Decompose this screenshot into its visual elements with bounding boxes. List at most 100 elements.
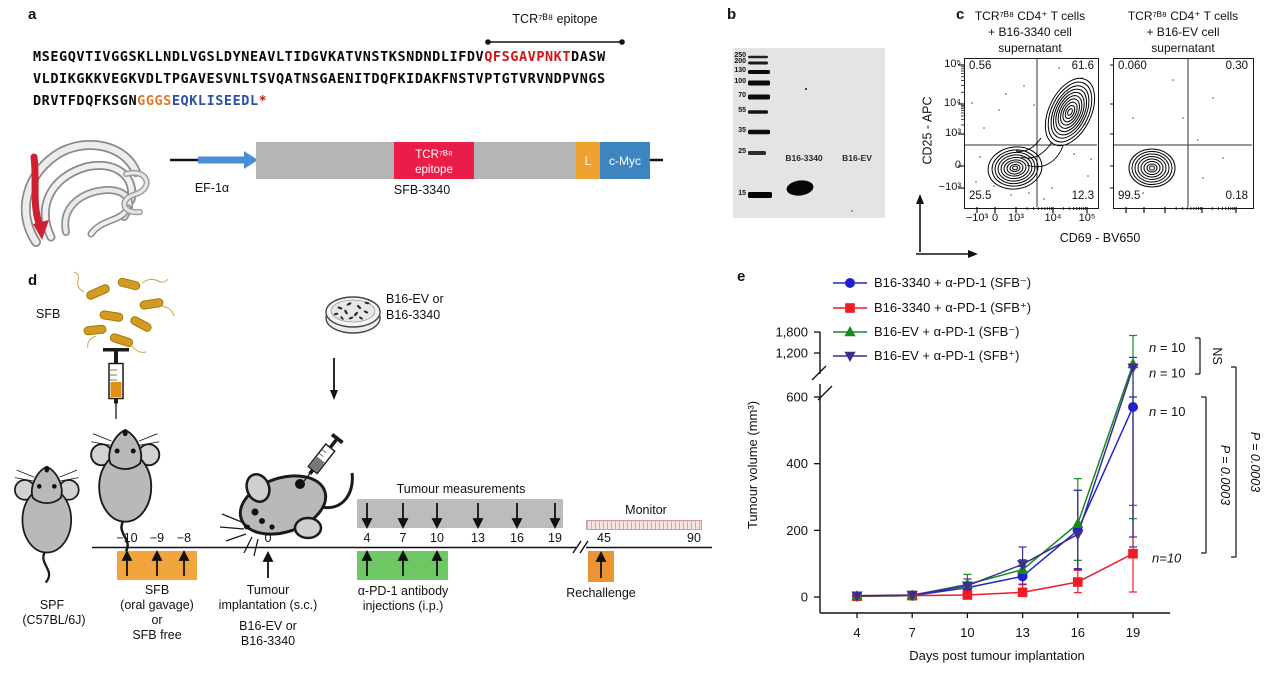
n-label: n = 10	[1149, 404, 1186, 419]
dish-label-2: B16-3340	[386, 308, 441, 322]
timeline-number: 19	[548, 531, 562, 545]
flow-xtick: 0	[991, 212, 999, 224]
flow-right-title: TCR⁷ᴮ⁸ CD4⁺ T cells + B16-EV cell supern…	[1108, 8, 1258, 56]
panel-d-label: d	[28, 272, 38, 289]
implant-syringe-icon	[300, 432, 344, 486]
pd1-arrows	[361, 549, 443, 576]
ladder-band-100	[748, 80, 770, 86]
gavage-label-3: or	[151, 613, 163, 627]
quadrant-ll: 25.5	[969, 190, 992, 202]
measurements-label: Tumour measurements	[396, 482, 526, 496]
flow-xaxis-label: CD69 - BV650	[1059, 231, 1141, 245]
flow-ytick: 0	[954, 159, 961, 171]
legend-marker-triangle-up	[833, 326, 867, 337]
seq-line1-pre: MSEGQVTIVGGSKLLNDLVGSLDYNEAVLTIDGVKATVNS…	[33, 49, 485, 65]
panel-b-label: b	[727, 6, 737, 23]
petri-dish-icon	[325, 296, 381, 334]
ladder-number: 35	[738, 127, 746, 134]
flow-right-title-2: + B16-EV cell	[1146, 25, 1220, 39]
e-ytick: 600	[786, 390, 808, 405]
seq-line3-linker: GGGS	[137, 93, 172, 109]
series-circle	[852, 402, 1138, 602]
promoter-arrow-icon	[198, 151, 258, 169]
e-ytick: 400	[786, 456, 808, 471]
epitope-box-line1: TCR⁷ᴮ⁸	[415, 149, 453, 161]
linker-label: L	[585, 154, 592, 168]
timeline-number: 0	[264, 531, 272, 545]
series-triangle-down	[851, 363, 1139, 602]
n-label: n = 10	[1149, 340, 1186, 355]
legend-item: B16-EV + α-PD-1 (SFB⁺)	[833, 348, 1020, 364]
ladder-number: 25	[738, 148, 746, 155]
quadrant-lr-2: 0.18	[1225, 190, 1248, 202]
timeline-number: 7	[399, 531, 407, 545]
timeline-number: −8	[176, 531, 192, 545]
ladder-band-35	[748, 129, 770, 135]
panel-c-label: c	[956, 6, 965, 23]
ladder-band-55	[748, 110, 768, 114]
blot-speck	[804, 87, 808, 91]
timeline-number: 90	[687, 531, 701, 545]
quadrant-ur: 61.6	[1071, 60, 1094, 72]
timeline-number: 16	[510, 531, 524, 545]
flow-xtick: 10⁵	[1078, 212, 1096, 224]
e-ytick: 1,200	[775, 346, 808, 361]
measurement-arrows	[361, 503, 561, 530]
gavage-label-4: SFB free	[132, 628, 182, 642]
spf-mouse-icon	[13, 465, 80, 584]
gavage-arrows	[121, 549, 190, 576]
panel-a-label: a	[28, 6, 37, 23]
ladder-band-250	[748, 55, 768, 59]
flow-left-title: TCR⁷ᴮ⁸ CD4⁺ T cells + B16-3340 cell supe…	[960, 8, 1100, 56]
panel-d-artwork	[13, 271, 381, 584]
sequence-line-3: DRVTFDQFKSGNGGGSEQKLISEEDL*	[33, 90, 606, 112]
ladder-number: 70	[738, 92, 746, 99]
timeline-number: 45	[597, 531, 611, 545]
contour-bridge	[1015, 137, 1064, 168]
monitor-bar	[586, 520, 702, 530]
legend-label: B16-3340 + α-PD-1 (SFB⁻)	[874, 275, 1032, 290]
monitor-label: Monitor	[625, 503, 667, 517]
timeline-number: 13	[471, 531, 485, 545]
linker-box	[576, 142, 600, 179]
flow-plot-right-contours	[1113, 58, 1252, 207]
protein-sequence: MSEGQVTIVGGSKLLNDLVGSLDYNEAVLTIDGVKATVNS…	[33, 46, 606, 112]
chart-legend: B16-3340 + α-PD-1 (SFB⁻) B16-3340 + α-PD-…	[833, 268, 1113, 368]
seq-line3-pre: DRVTFDQFKSGN	[33, 93, 138, 109]
n-label: n=10	[1152, 551, 1182, 566]
tcr-epitope-annotation: TCR⁷ᴮ⁸ epitope	[512, 12, 598, 26]
e-xtick: 10	[960, 625, 974, 640]
quadrant-ul-2: 0.060	[1118, 60, 1147, 72]
timeline-number: 10	[430, 531, 444, 545]
legend-marker-triangle-down	[833, 351, 867, 362]
ladder-band-130	[748, 70, 770, 74]
sfb3340-band-smear	[788, 187, 798, 195]
flow-left-title-1: TCR⁷ᴮ⁸ CD4⁺ T cells	[974, 9, 1086, 23]
sfb-label: SFB	[36, 307, 61, 321]
spf-label-2: (C57BL/6J)	[22, 613, 86, 627]
implant-label-1: Tumour	[246, 583, 290, 597]
implant-label-2: implantation (s.c.)	[218, 598, 318, 612]
timeline-number: −9	[149, 531, 165, 545]
legend-label: B16-EV + α-PD-1 (SFB⁻)	[874, 324, 1020, 339]
flow-axis-arrows-icon	[916, 194, 978, 258]
quadrant-lr: 12.3	[1071, 190, 1094, 202]
ladder-number: 200	[734, 58, 746, 65]
legend-label: B16-3340 + α-PD-1 (SFB⁺)	[874, 300, 1032, 315]
flow-right-title-3: supernatant	[1151, 41, 1215, 55]
implant-label-4: B16-3340	[240, 634, 296, 648]
rechallenge-label: Rechallenge	[566, 586, 636, 600]
implant-mouse-icon	[219, 472, 354, 557]
stat-annotation: P = 0.0003	[1218, 445, 1232, 505]
implant-label-3: B16-EV or	[239, 619, 297, 633]
quadrant-ur-2: 0.30	[1225, 60, 1248, 72]
e-xtick: 7	[909, 625, 916, 640]
seq-line3-stop: *	[258, 93, 268, 109]
legend-item: B16-EV + α-PD-1 (SFB⁻)	[833, 324, 1020, 340]
ladder-number: 250	[734, 52, 746, 59]
gavage-label-2: (oral gavage)	[120, 598, 194, 612]
flow-ytick: 10³	[945, 127, 961, 139]
e-xtick: 16	[1071, 625, 1085, 640]
